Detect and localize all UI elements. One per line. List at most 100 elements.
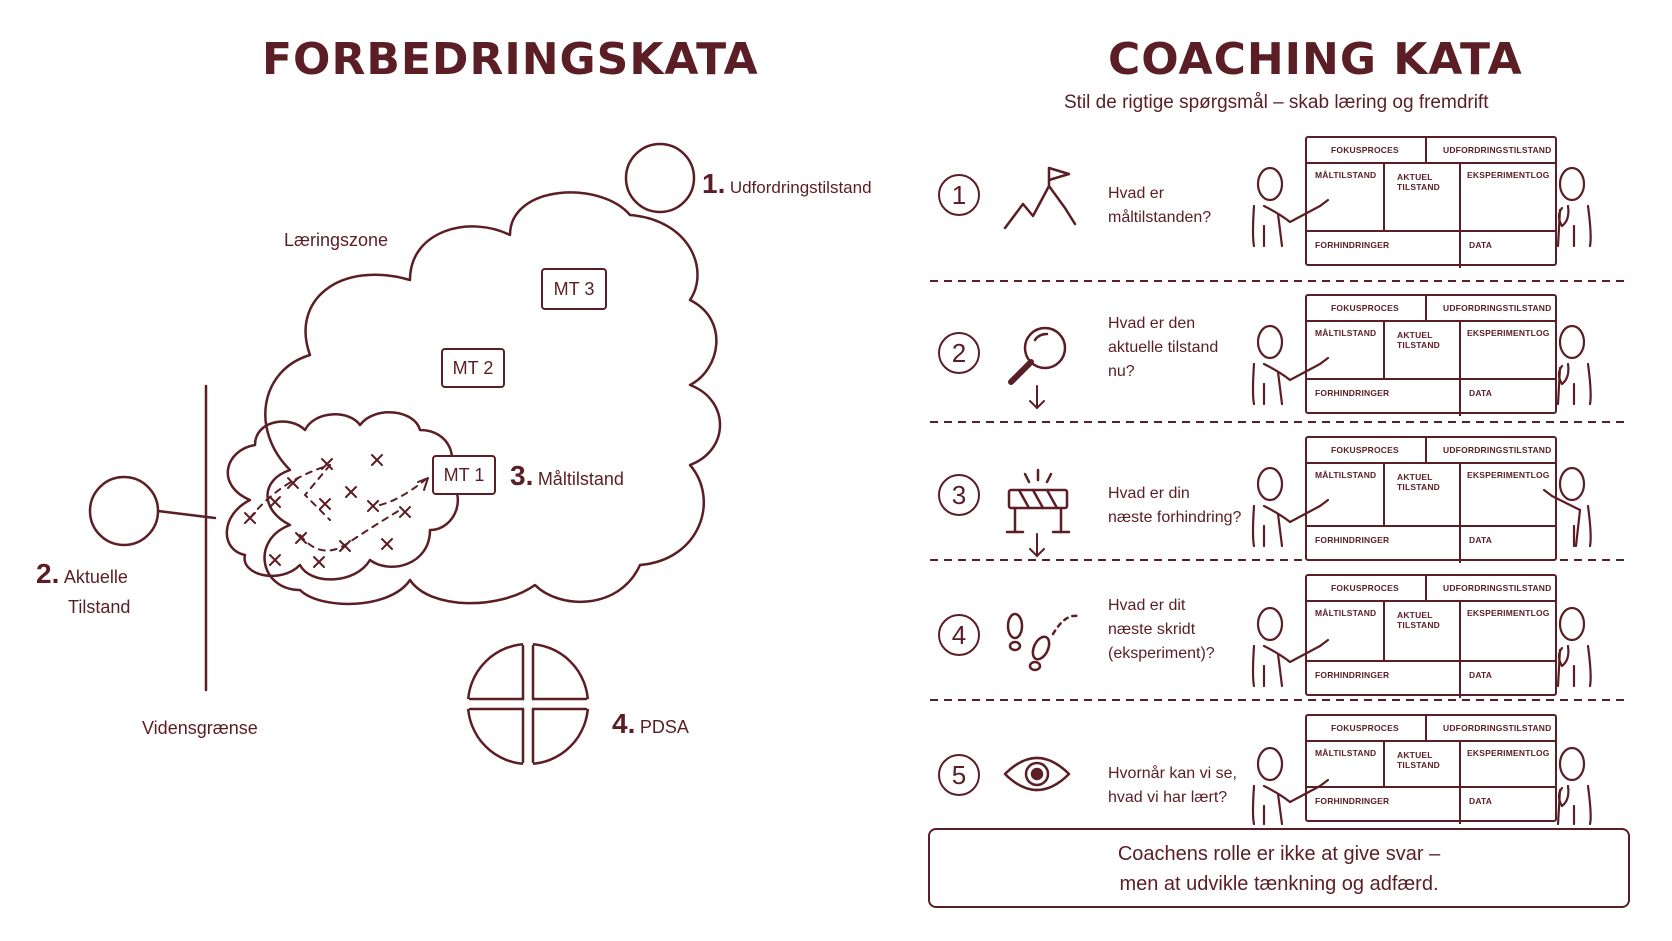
board-divider [1383,162,1385,230]
coach-figure-icon [1556,324,1592,406]
board-divider [1459,600,1461,698]
question-line: hvad vi har lært? [1108,789,1228,806]
question-line: aktuelle tilstand [1108,339,1219,356]
board-label-maltilstand: MÅLTILSTAND [1315,328,1377,338]
board-label-maltilstand: MÅLTILSTAND [1315,608,1377,618]
board-divider [1383,320,1385,378]
board-divider [1307,320,1555,322]
board-label-aktuel_line2: TILSTAND [1397,482,1440,492]
board-divider [1425,576,1427,600]
board-label-data: DATA [1469,670,1493,680]
step-question-5: Hvornår kan vi se,hvad vi har lært? [1108,762,1237,810]
left-title: FORBEDRINGSKATA [262,34,759,85]
milestone-mt3: MT 3 [541,268,607,310]
target-state-label: 3. Måltilstand [510,460,624,491]
learner-figure-icon [1251,746,1330,826]
board-label-aktuel_line2: TILSTAND [1397,340,1440,350]
pdsa-label: 4. PDSA [612,708,689,739]
knowledge-boundary-label: Vidensgrænse [142,718,258,738]
mountain-flag-icon [1003,166,1077,230]
question-line: Hvad er dit [1108,597,1186,614]
board-label-forhindringer: FORHINDRINGER [1315,535,1390,545]
learner-figure-icon [1251,166,1330,248]
board-label-eksperimentlog: EKSPERIMENTLOG [1467,748,1550,758]
board-label-fokusproces: FOKUSPROCES [1331,723,1399,733]
board-divider [1459,462,1461,563]
footer-line-1: Coachens rolle er ikke at give svar – [1117,843,1441,865]
board-label-aktuel_line1: AKTUEL [1397,610,1433,620]
board-label-eksperimentlog: EKSPERIMENTLOG [1467,328,1550,338]
magnifier-icon [1008,326,1067,385]
board-divider [1307,660,1555,662]
board-divider [1383,600,1385,660]
right-title: COACHING KATA [1108,34,1523,85]
learner-figure-icon [1251,606,1330,688]
board-divider [1307,600,1555,602]
board-divider [1307,740,1555,742]
board-label-aktuel_line1: AKTUEL [1397,472,1433,482]
board-divider [1383,740,1385,786]
step-question-4: Hvad er dit næste skridt (eksperiment)? [1108,594,1215,666]
eye-icon [1003,756,1071,792]
coach-figure-icon [1556,746,1592,826]
board-divider [1307,378,1555,380]
board-label-data: DATA [1469,388,1493,398]
board-divider [1307,162,1555,164]
question-line: nu? [1108,363,1135,380]
board-divider [1425,716,1427,740]
board-divider [1459,320,1461,416]
board-label-aktuel_line2: TILSTAND [1397,760,1440,770]
board-divider [1459,740,1461,824]
step-number-4: 4 [938,614,980,656]
question-line: måltilstanden? [1108,209,1212,226]
board-label-aktuel_line1: AKTUEL [1397,172,1433,182]
board-label-forhindringer: FORHINDRINGER [1315,796,1390,806]
board-divider [1307,786,1555,788]
board-label-eksperimentlog: EKSPERIMENTLOG [1467,170,1550,180]
coach-figure-icon [1556,166,1592,248]
question-line: (eksperiment)? [1108,645,1215,662]
coach-figure-icon [1542,466,1592,548]
board-label-aktuel_line1: AKTUEL [1397,330,1433,340]
challenge-circle [624,142,696,214]
board-label-data: DATA [1469,535,1493,545]
board-label-forhindringer: FORHINDRINGER [1315,240,1390,250]
kata-board: FOKUSPROCES UDFORDRINGSTILSTAND MÅLTILSTAN… [1305,136,1557,268]
challenge-state-label: 1. Udfordringstilstand [702,168,872,199]
step-question-1: Hvad er måltilstanden? [1108,182,1211,230]
step-number-1: 1 [938,174,980,216]
down-arrow-icon [1029,385,1045,410]
board-label-fokusproces: FOKUSPROCES [1331,583,1399,593]
question-line: næste skridt [1108,621,1196,638]
board-label-maltilstand: MÅLTILSTAND [1315,170,1377,180]
experiment-marks [244,454,411,568]
board-label-maltilstand: MÅLTILSTAND [1315,748,1377,758]
step-number-3: 3 [938,474,980,516]
current-state-label: 2. Aktuelle Tilstand [36,558,131,618]
board-label-data: DATA [1469,240,1493,250]
board-label-eksperimentlog: EKSPERIMENTLOG [1467,608,1550,618]
question-line: Hvad er [1108,185,1165,202]
learner-figure-icon [1251,466,1330,548]
right-subtitle: Stil de rigtige spørgsmål – skab læring … [1064,92,1489,113]
board-divider [1425,296,1427,320]
board-label-fokusproces: FOKUSPROCES [1331,145,1399,155]
question-line: næste forhindring? [1108,509,1242,526]
board-label-forhindringer: FORHINDRINGER [1315,388,1390,398]
board-label-udfordring: UDFORDRINGSTILSTAND [1443,445,1552,455]
board-divider [1307,525,1555,527]
board-divider [1425,138,1427,162]
footer-line-2: men at udvikle tænkning og adfærd. [1119,873,1439,895]
learner-figure-icon [1251,324,1330,406]
board-label-udfordring: UDFORDRINGSTILSTAND [1443,145,1552,155]
board-label-forhindringer: FORHINDRINGER [1315,670,1390,680]
board-divider [1307,230,1555,232]
board-label-udfordring: UDFORDRINGSTILSTAND [1443,303,1552,313]
coach-figure-icon [1556,606,1592,688]
board-label-aktuel_line2: TILSTAND [1397,620,1440,630]
